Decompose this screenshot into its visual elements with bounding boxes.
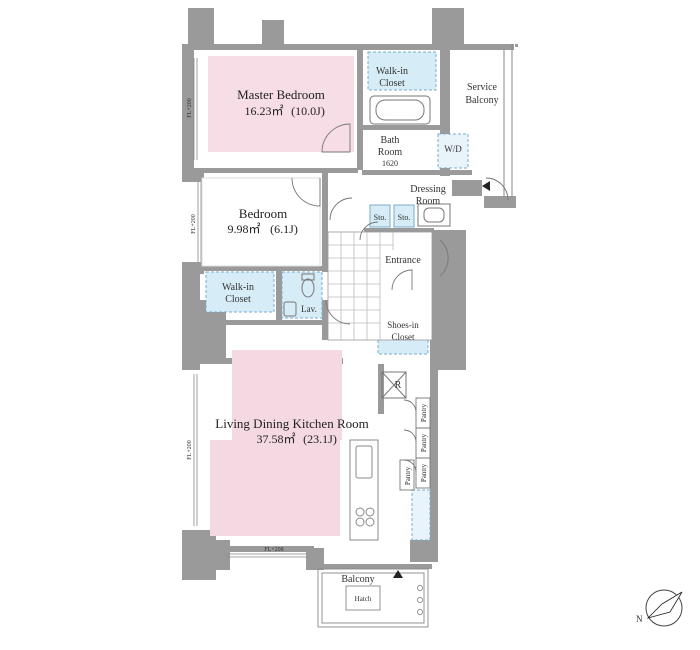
walkin-closet-top-l1: Walk-in [376, 66, 408, 77]
lav-sink [283, 301, 297, 317]
fl-label-bottom: FL+208 [264, 547, 283, 553]
wd-label: W/D [444, 144, 462, 154]
triangle-marker-icon [482, 181, 490, 191]
bedroom-jo: (6.1J) [270, 222, 298, 236]
service-balcony-l1: Service [467, 82, 498, 93]
ldk-jo: (23.1J) [303, 432, 337, 446]
refrigerator-label: R [395, 380, 402, 391]
ldk-area: 37.58㎡ [256, 432, 295, 446]
walkin-closet-left-l1: Walk-in [222, 282, 254, 293]
pantry-label-3: Pantry [420, 463, 428, 482]
ldk-fill-top [232, 350, 342, 440]
compass-north-icon: N [636, 589, 683, 627]
ldk-fill [210, 440, 340, 536]
master-bedroom-fill [208, 56, 354, 152]
vanity [417, 203, 451, 227]
lav-label: Lav. [301, 304, 317, 314]
bathtub [369, 95, 431, 125]
balcony-label: Balcony [341, 574, 374, 585]
walkin-closet-left-l2: Closet [225, 294, 251, 305]
walls [182, 8, 516, 580]
storage-2-label: Sto. [398, 213, 411, 222]
pantry-cabinets [399, 397, 431, 491]
bedroom-name: Bedroom [239, 206, 287, 221]
service-balcony-outline [503, 44, 518, 198]
bath-room-l1: Bath [381, 135, 400, 146]
fl-label-ldk: FL+200 [187, 440, 193, 459]
door-swings [291, 123, 509, 325]
storage-fill-2 [393, 204, 415, 228]
windows-left [193, 58, 306, 558]
master-bedroom-area: 16.23㎡ [244, 104, 283, 118]
fl-label-bedroom: FL+200 [191, 214, 197, 233]
shoes-closet-l2: Closet [391, 332, 415, 342]
entrance-label: Entrance [385, 255, 421, 266]
storage-1-label: Sto. [374, 213, 387, 222]
bottom-balcony [317, 568, 429, 628]
master-bedroom-jo: (10.0J) [291, 104, 325, 118]
shoes-closet-l1: Shoes-in [387, 320, 419, 330]
pantry-label-1: Pantry [420, 403, 428, 422]
toilet [301, 273, 315, 298]
walkin-closet-top-fill [367, 51, 437, 91]
ldk-name: Living Dining Kitchen Room [215, 416, 368, 431]
entrance-tiles [327, 231, 433, 341]
kitchen-strip-fill [411, 489, 431, 541]
triangle-marker-icon [393, 570, 403, 578]
walkin-closet-top-l2: Closet [379, 78, 405, 89]
fl-label-master: FL+200 [187, 98, 193, 117]
svg-text:N: N [636, 614, 643, 624]
service-balcony-l2: Balcony [465, 95, 498, 106]
bedroom-area: 9.98㎡ [227, 222, 260, 236]
room-labels: Master Bedroom 16.23㎡ (10.0J) Bedroom 9.… [187, 66, 499, 603]
bath-room-size: 1620 [382, 159, 398, 168]
master-bedroom-name: Master Bedroom [237, 87, 325, 102]
dressing-room-l1: Dressing [410, 184, 446, 195]
pantry-label-4: Pantry [404, 466, 412, 485]
hatch-label: Hatch [355, 595, 372, 603]
bath-room-l2: Room [378, 147, 403, 158]
fridge-box [381, 371, 407, 399]
storage-fill-1 [369, 204, 391, 228]
dressing-room-l2: Room [416, 196, 441, 207]
wd-fill [437, 133, 469, 169]
pantry-label-2: Pantry [420, 433, 428, 452]
walkin-closet-left-fill [205, 271, 275, 313]
bedroom-fill [201, 177, 321, 267]
kitchen [349, 439, 379, 541]
